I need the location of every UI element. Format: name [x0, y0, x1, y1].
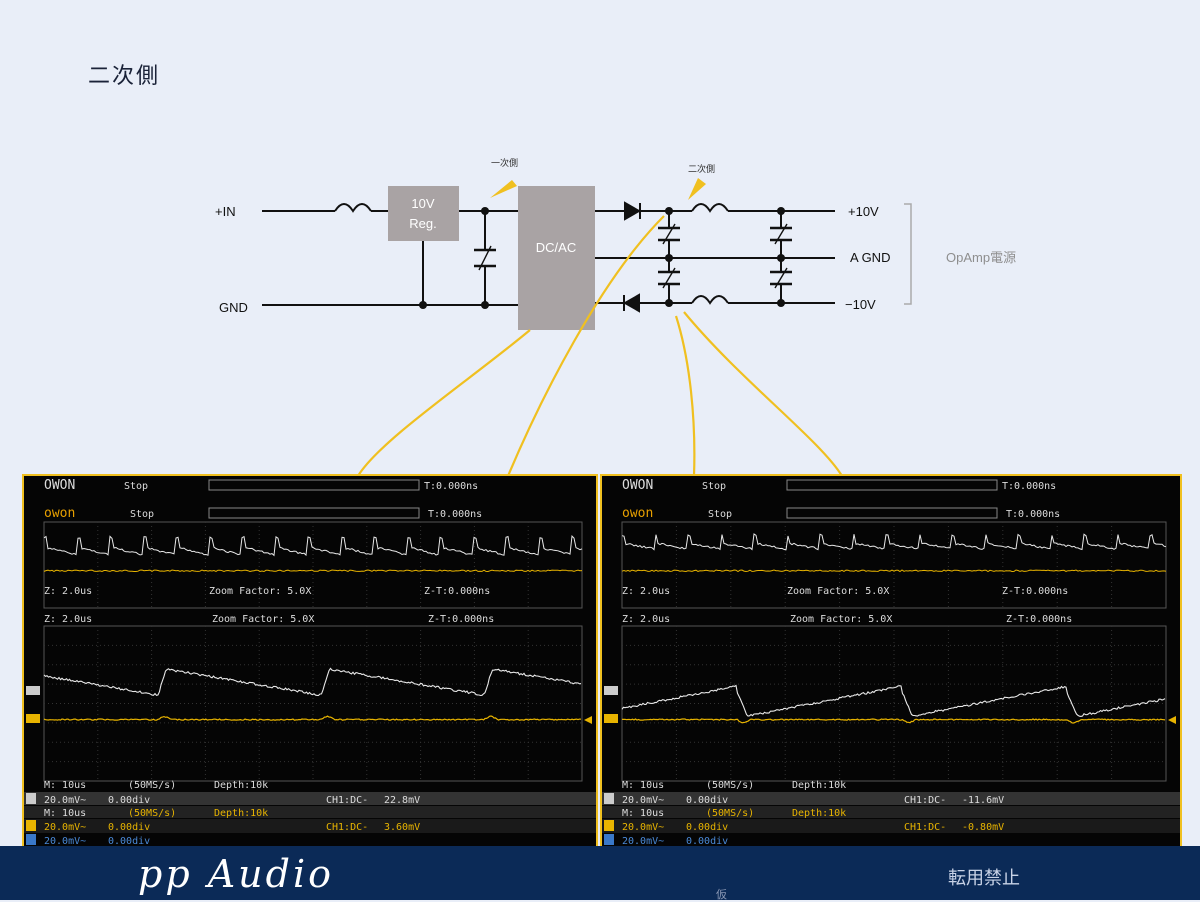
trig-val-back: 22.8mV [384, 795, 420, 806]
zoom-zt: Z-T:0.000ns [428, 614, 494, 625]
trig-val: 3.60mV [384, 822, 420, 833]
zoom-z: Z: 2.0us [44, 614, 92, 625]
zoom-z-back: Z: 2.0us [44, 586, 92, 597]
ch1-div-back: 0.00div [108, 795, 150, 806]
zoom-z-back: Z: 2.0us [622, 586, 670, 597]
rate: (50MS/s) [706, 780, 754, 791]
ch2-scale: 20.0mV~ [622, 836, 664, 847]
zoom-trace-ch1 [621, 533, 1167, 551]
zoom-zt: Z-T:0.000ns [1006, 614, 1072, 625]
t-offset-front: T:0.000ns [428, 509, 482, 520]
dcac-label: DC/AC [536, 240, 576, 255]
page-title: 二次側 [88, 64, 161, 89]
ch1-marker [26, 686, 40, 695]
ch2-marker [26, 714, 40, 723]
ch2-div: 0.00div [108, 836, 150, 847]
t-offset-back: T:0.000ns [424, 481, 478, 492]
trigger-marker [1168, 716, 1176, 724]
ch2-marker [604, 714, 618, 723]
footer-mark: 仮 [716, 888, 727, 901]
mode-back: Stop [702, 481, 726, 492]
zoom-zt-back: Z-T:0.000ns [424, 586, 490, 597]
primary-side-label: 一次側 [491, 157, 518, 169]
reg-line1: 10V [411, 196, 434, 211]
rate-front: (50MS/s) [706, 808, 754, 819]
ch1-marker [604, 686, 618, 695]
memory-bar [786, 479, 998, 491]
ch1-trig-back: CH1:DC- [904, 795, 946, 806]
trig-val: -0.80mV [962, 822, 1004, 833]
rate: (50MS/s) [128, 780, 176, 791]
zoom-zt-back: Z-T:0.000ns [1002, 586, 1068, 597]
t-offset-front: T:0.000ns [1006, 509, 1060, 520]
ch2-scale: 20.0mV~ [44, 836, 86, 847]
opamp-label: OpAmp電源 [946, 250, 1016, 265]
zoom-trace-ch1 [43, 535, 583, 557]
ch1-scale-back: 20.0mV~ [622, 795, 664, 806]
ch2-div: 0.00div [686, 836, 728, 847]
trace-ch2 [622, 718, 1166, 724]
mode-front: Stop [130, 509, 154, 520]
trace-ch1 [621, 684, 1166, 717]
footer-notice: 転用禁止 [948, 868, 1020, 889]
mode-front: Stop [708, 509, 732, 520]
ch1-trig: CH1:DC- [326, 822, 368, 833]
zoom-z: Z: 2.0us [622, 614, 670, 625]
footer-bar [0, 846, 1200, 900]
ch1-trig-back: CH1:DC- [326, 795, 368, 806]
zoom-factor-back: Zoom Factor: 5.0X [209, 586, 311, 597]
rate-front: (50MS/s) [128, 808, 176, 819]
circuit-diagram: +IN GND 10V Reg. DC/AC +10V A GND −10V O… [215, 157, 1016, 477]
ch1-scale-back: 20.0mV~ [44, 795, 86, 806]
zoom-trace-ch2 [621, 569, 1167, 573]
ch1-div: 0.00div [108, 822, 150, 833]
ch1-trig: CH1:DC- [904, 822, 946, 833]
brand-back: OWON [44, 478, 75, 493]
zoom-factor: Zoom Factor: 5.0X [212, 614, 314, 625]
depth-front: Depth:10k [214, 808, 268, 819]
secondary-side-label: 二次側 [688, 163, 715, 175]
out-neg-label: −10V [845, 297, 876, 312]
trigger-marker [584, 716, 592, 724]
out-agnd-label: A GND [850, 250, 890, 265]
depth-front: Depth:10k [792, 808, 846, 819]
brand-front: owon [622, 506, 653, 521]
trace-ch1 [43, 667, 582, 697]
mode-back: Stop [124, 481, 148, 492]
brand-front: owon [44, 506, 75, 521]
t-offset-back: T:0.000ns [1002, 481, 1056, 492]
trig-val-back: -11.6mV [962, 795, 1004, 806]
m-time: M: 10us [622, 780, 664, 791]
ch1-div: 0.00div [686, 822, 728, 833]
label-in: +IN [215, 204, 236, 219]
footer-brand: pp Audio [138, 852, 335, 896]
m-time-front: M: 10us [622, 808, 664, 819]
ch1-scale: 20.0mV~ [622, 822, 664, 833]
trace-ch2 [43, 715, 582, 721]
m-time-front: M: 10us [44, 808, 86, 819]
depth: Depth:10k [792, 780, 846, 791]
ch1-scale: 20.0mV~ [44, 822, 86, 833]
depth: Depth:10k [214, 780, 268, 791]
brand-back: OWON [622, 478, 653, 493]
out-pos-label: +10V [848, 204, 879, 219]
reg-line2: Reg. [409, 216, 436, 231]
m-time: M: 10us [44, 780, 86, 791]
memory-bar [208, 479, 420, 491]
zoom-trace-ch2 [43, 569, 583, 573]
zoom-factor-back: Zoom Factor: 5.0X [787, 586, 889, 597]
label-gnd: GND [219, 300, 248, 315]
zoom-factor: Zoom Factor: 5.0X [790, 614, 892, 625]
ch1-div-back: 0.00div [686, 795, 728, 806]
